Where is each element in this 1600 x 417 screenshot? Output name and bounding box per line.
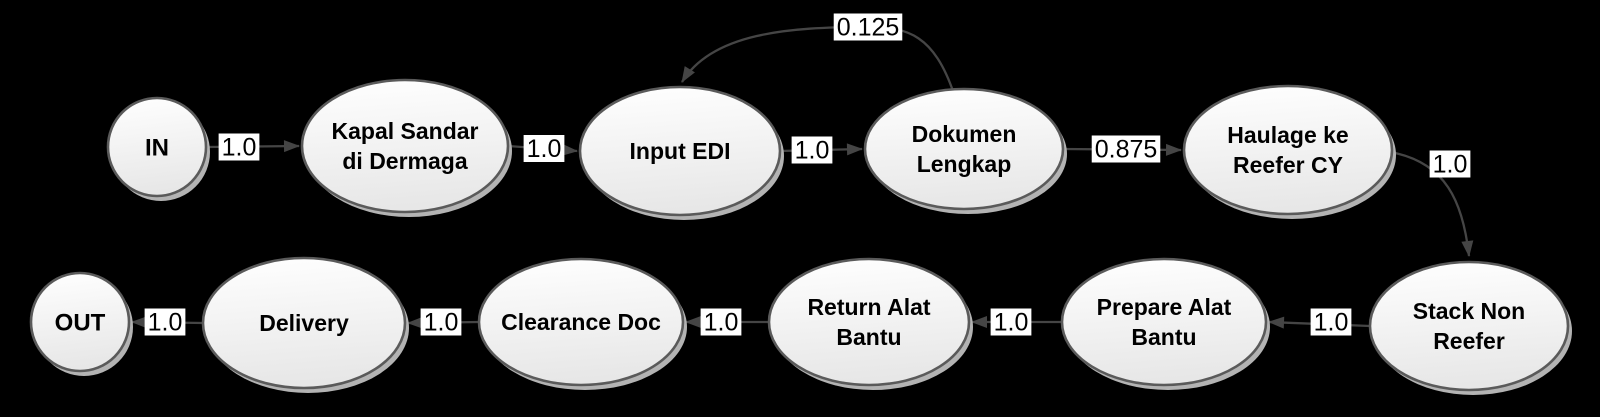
node-label: di Dermaga bbox=[342, 148, 467, 174]
edge-label-kapal-to-input_edi: 1.0 bbox=[523, 135, 565, 163]
node-in: IN bbox=[106, 96, 210, 201]
edge-label-bg bbox=[1091, 135, 1161, 163]
edge-probability: 1.0 bbox=[1433, 151, 1468, 179]
node-label: IN bbox=[145, 134, 169, 161]
edge-probability: 1.0 bbox=[994, 309, 1029, 337]
node-haulage: Haulage ke Reefer CY bbox=[1182, 84, 1396, 219]
edge-probability: 1.0 bbox=[527, 135, 562, 163]
edge-label-in-to-kapal: 1.0 bbox=[218, 133, 260, 162]
edge-haulage-to-stack bbox=[1389, 150, 1474, 257]
node-shape bbox=[767, 257, 971, 387]
edge-label-bg bbox=[791, 136, 833, 164]
node-kapal: Kapal Sandar di Dermaga bbox=[300, 78, 512, 217]
edge-label-bg bbox=[144, 308, 186, 336]
node-label: Haulage ke bbox=[1227, 122, 1348, 148]
edge-label-bg bbox=[523, 135, 565, 162]
edge-label-prepare-to-return: 1.0 bbox=[990, 308, 1032, 337]
node-label: Clearance Doc bbox=[501, 309, 661, 335]
node-shape bbox=[863, 87, 1065, 211]
edge-probability: 1.0 bbox=[1314, 309, 1349, 337]
node-label: Input EDI bbox=[630, 138, 731, 164]
node-shape bbox=[1182, 84, 1394, 216]
node-shape bbox=[106, 96, 208, 198]
edge-label-bg bbox=[1310, 308, 1352, 336]
node-out: OUT bbox=[29, 271, 133, 376]
edge-label-bg bbox=[700, 308, 742, 336]
edge-label-bg bbox=[1429, 150, 1471, 178]
node-label: OUT bbox=[55, 309, 106, 336]
edge-label-input_edi-to-dokumen: 1.0 bbox=[791, 136, 833, 165]
node-shape bbox=[29, 271, 131, 373]
edge-label-stack-to-prepare: 1.0 bbox=[1310, 308, 1352, 337]
edge-probability: 1.0 bbox=[795, 137, 830, 165]
edge-label-return-to-clearance: 1.0 bbox=[700, 308, 742, 337]
edge-label-bg bbox=[420, 308, 462, 336]
node-input_edi: Input EDI bbox=[578, 85, 784, 220]
node-shape bbox=[1060, 257, 1268, 387]
node-shape bbox=[1368, 260, 1570, 392]
nodes-layer: IN Kapal Sandar di Dermaga Input EDI Dokumen… bbox=[29, 78, 1572, 395]
edge-dokumen-to-input_edi bbox=[681, 25, 956, 95]
edge-label-bg bbox=[218, 133, 260, 161]
node-clearance: Clearance Doc bbox=[477, 257, 687, 390]
edge-probability: 1.0 bbox=[148, 309, 183, 337]
node-label: Return Alat bbox=[807, 294, 930, 320]
node-label: Bantu bbox=[1131, 324, 1196, 350]
node-label: Dokumen bbox=[912, 121, 1017, 147]
edge-probability: 0.875 bbox=[1095, 136, 1158, 164]
node-shape bbox=[300, 78, 510, 214]
node-shape bbox=[578, 85, 782, 217]
edge-label-delivery-to-out: 1.0 bbox=[144, 308, 186, 337]
edge-label-bg bbox=[833, 13, 903, 41]
node-label: Reefer bbox=[1433, 328, 1505, 354]
node-label: Lengkap bbox=[917, 151, 1012, 177]
node-label: Prepare Alat bbox=[1097, 294, 1232, 320]
edge-label-dokumen-to-input_edi: 0.125 bbox=[833, 13, 903, 42]
node-shape bbox=[477, 257, 685, 387]
node-delivery: Delivery bbox=[201, 256, 409, 393]
edge-label-clearance-to-delivery: 1.0 bbox=[420, 308, 462, 337]
edge-label-bg bbox=[990, 308, 1032, 336]
edge-labels-layer: 1.0 1.0 1.0 0.125 0.875 1.0 1.0 1.0 1.0 1.0 1.0 bbox=[144, 13, 1471, 337]
node-shape bbox=[201, 256, 407, 390]
node-label: Reefer CY bbox=[1233, 152, 1343, 178]
edge-probability: 1.0 bbox=[424, 309, 459, 337]
edge-label-dokumen-to-haulage: 0.875 bbox=[1091, 135, 1161, 164]
node-label: Stack Non bbox=[1413, 298, 1525, 324]
edge-probability: 0.125 bbox=[837, 14, 900, 42]
edge-label-haulage-to-stack: 1.0 bbox=[1429, 150, 1471, 179]
node-label: Delivery bbox=[259, 310, 349, 336]
edge-probability: 1.0 bbox=[222, 134, 257, 162]
edge-probability: 1.0 bbox=[704, 309, 739, 337]
node-label: Kapal Sandar bbox=[332, 118, 479, 144]
node-label: Bantu bbox=[836, 324, 901, 350]
